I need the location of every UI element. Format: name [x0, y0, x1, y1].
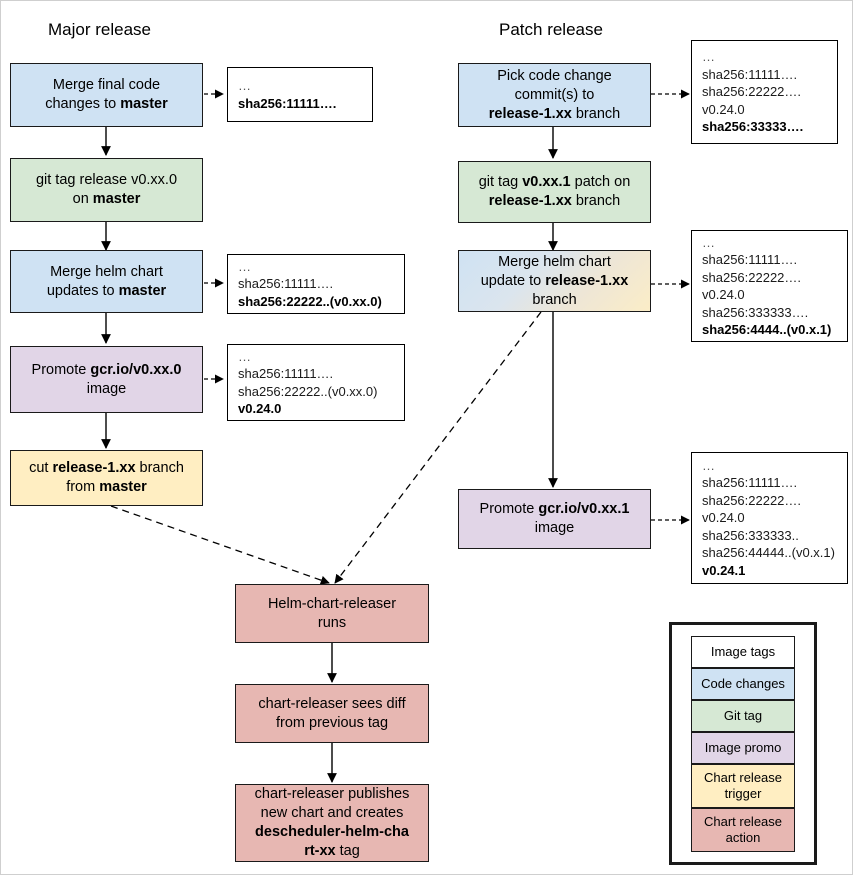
tag-line: v0.24.0	[702, 101, 745, 117]
tagbox-patch-2: … sha256:11111…. sha256:22222…. v0.24.0 sha2…	[691, 230, 848, 342]
tag-line: sha256:11111….	[238, 95, 337, 111]
tag-line: v0.24.1	[702, 562, 746, 578]
legend-item-git-tag: Git tag	[691, 699, 795, 732]
edge-cut-to-releaser	[110, 505, 330, 585]
tag-line: …	[702, 234, 716, 250]
tag-line: …	[238, 258, 252, 274]
tagbox-major-3: … sha256:11111…. sha256:22222..(v0.xx.0) v0…	[227, 344, 405, 421]
legend-item-label: Image promo	[704, 739, 782, 755]
legend-item-image-promo: Image promo	[691, 731, 795, 764]
tag-line: sha256:11111….	[702, 475, 798, 491]
tag-line: sha256:11111….	[702, 66, 798, 82]
tagbox-major-2: … sha256:11111….sha256:22222..(v0.xx.0)	[227, 254, 405, 314]
tag-line: sha256:333333….	[702, 304, 809, 320]
tag-line: sha256:11111….	[238, 366, 334, 381]
tag-line: …	[702, 457, 716, 473]
column-title-patch: Patch release	[499, 20, 603, 39]
tag-line: …	[702, 49, 716, 65]
tag-line: sha256:333333..	[702, 527, 799, 543]
legend-item-label: Chart release action	[703, 813, 783, 845]
legend-item-label: Chart release trigger	[703, 769, 783, 801]
tag-line: v0.24.0	[238, 401, 282, 416]
tag-line: sha256:11111….	[238, 276, 334, 292]
legend-item-label: Image tags	[710, 643, 776, 659]
tag-line: v0.24.0	[702, 287, 745, 302]
tagbox-patch-1: …sha256:11111…. sha256:22222….v0.24.0 sha2…	[691, 40, 838, 144]
tag-line: v0.24.0	[702, 510, 745, 526]
tag-line: …	[238, 348, 252, 364]
legend-item-image-tags: Image tags	[691, 635, 795, 668]
tag-line: sha256:22222….	[702, 84, 802, 100]
tag-line: sha256:44444..(v0.x.1)	[702, 545, 835, 561]
tag-line: sha256:22222….	[702, 269, 802, 285]
tag-line: sha256:11111….	[702, 252, 798, 267]
tag-line: sha256:4444..(v0.x.1)	[702, 322, 832, 337]
legend-item-code-changes: Code changes	[691, 667, 795, 700]
column-title-major: Major release	[48, 20, 151, 39]
tag-line: …	[238, 78, 252, 93]
tag-line: sha256:22222….	[702, 492, 802, 508]
tag-line: sha256:22222..(v0.xx.0)	[238, 293, 382, 309]
legend-item-label: Git tag	[723, 707, 763, 723]
legend-item-label: Code changes	[701, 675, 785, 691]
legend-item-chart-release-trigger: Chart release trigger	[691, 763, 795, 808]
tag-line: sha256:22222..(v0.xx.0)	[238, 383, 378, 399]
tag-line: sha256:33333….	[702, 119, 804, 135]
legend-item-chart-release-action: Chart release action	[691, 807, 795, 852]
tagbox-major-1: … sha256:11111….	[227, 67, 373, 122]
